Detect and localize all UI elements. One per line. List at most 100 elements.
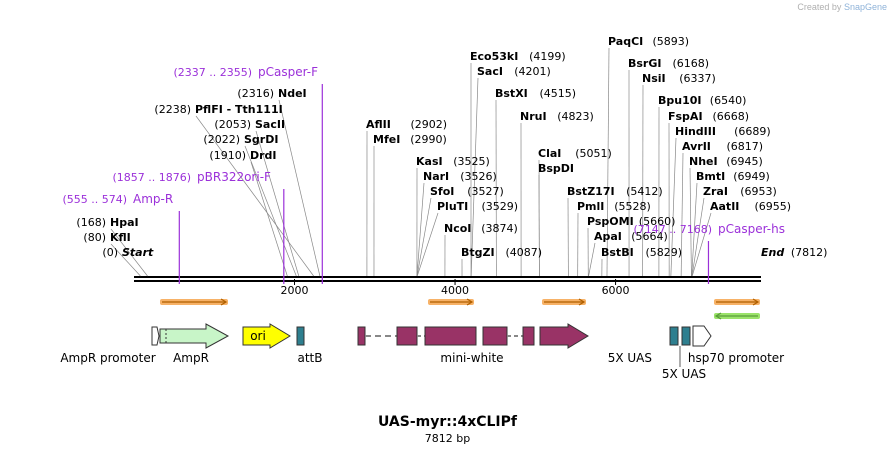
site-label-start: Start [122,246,154,259]
feature-mini-white-exon [357,326,366,346]
site-label-bstz17i: BstZ17I [567,185,615,198]
feature-label: AmpR [173,351,209,365]
site-label-kfli: KflI [110,231,131,244]
site-label-nari: NarI [423,170,449,183]
site-connector [470,77,479,277]
site-label-zrai: ZraI [703,185,728,198]
site-position: (6945) [726,155,763,168]
site-label-btgzi: BtgZI [461,246,495,259]
site-label-nhei: NheI [689,155,718,168]
site-position: (168) [76,216,106,229]
site-label-bstxi: BstXI [495,87,528,100]
site-label-ndei: NdeI [278,87,307,100]
primer-range: (7147 .. 7168) [633,223,712,236]
feature-5x-uas [669,326,679,346]
site-label-bmti: BmtI [696,170,725,183]
site-connector [255,130,300,277]
site-label-bspdi: BspDI [538,162,574,175]
site-connector [195,115,314,277]
orf-arrow-reverse [714,312,760,320]
site-label-saci: SacI [477,65,503,78]
site-position: (6955) [755,200,792,213]
site-position: (4201) [514,65,551,78]
site-position: (2022) [203,133,240,146]
site-connector [588,242,596,277]
site-label-paqci: PaqCI [608,35,643,48]
site-position: (5893) [653,35,690,48]
feature-attb [296,326,305,346]
site-position: (4087) [506,246,543,259]
site-position: (2902) [411,118,448,131]
feature-label: attB [298,351,323,365]
feature-hsp70-promoter [692,325,712,347]
site-position: (3525) [453,155,490,168]
feature-ampr-promoter [151,326,160,346]
orf-arrow [428,298,474,306]
site-label-bpu10i: Bpu10I [658,94,702,107]
site-position: (6168) [673,57,710,70]
site-position: (5664) [631,230,668,243]
site-label-hpai: HpaI [110,216,139,229]
site-position: (3874) [481,222,518,235]
site-connector [250,161,288,277]
site-position: (5660) [639,215,676,228]
site-connector [691,212,712,277]
site-label-hindiii: HindIII [675,125,716,138]
feature-ampr [159,323,230,349]
site-label-nrui: NruI [520,110,547,123]
site-connector [416,182,425,277]
site-label-sfoi: SfoI [430,185,454,198]
primer-label: pBR322ori-F [197,170,271,184]
site-position: (6337) [679,72,716,85]
site-connector [691,197,705,277]
site-position: (5412) [626,185,663,198]
site-label-pmli: PmlI [577,200,604,213]
site-label-apai: ApaI [594,230,622,243]
feature-mini-white-exon [424,326,477,346]
feature-mini-white-arrow [539,323,589,349]
site-position: (2316) [237,87,274,100]
scale-tick-label: 6000 [602,284,630,297]
site-label-avrii: AvrII [682,140,711,153]
site-position: (2990) [410,133,447,146]
site-position: (2238) [154,103,191,116]
site-label-clai: ClaI [538,147,561,160]
site-connector [278,99,321,277]
site-label-pluti: PluTI [437,200,468,213]
site-position: (2053) [214,118,251,131]
site-position: (5051) [575,147,612,160]
site-label-bsrgi: BsrGI [628,57,661,70]
site-label-sacii: SacII [255,118,285,131]
site-position: (4199) [529,50,566,63]
site-connector [110,243,141,277]
scale-tick-label: 2000 [281,284,309,297]
feature-mini-white-exon [482,326,508,346]
primer-range: (1857 .. 1876) [112,171,191,184]
primer-range: (555 .. 574) [62,193,127,206]
site-position: (4515) [540,87,577,100]
scale-tick-label: 4000 [441,284,469,297]
site-label-kasi: KasI [416,155,443,168]
site-connector [416,212,439,277]
site-connector [110,228,148,277]
primer-range: (2337 .. 2355) [173,66,252,79]
site-label-end: End [761,246,784,259]
site-connector [680,152,684,277]
site-position: (7812) [791,246,828,259]
primer-label: pCasper-hs [718,222,785,236]
site-position: (5829) [646,246,683,259]
feature-ori-label: ori [250,329,266,343]
feature-label: mini-white [440,351,503,365]
feature-5x-uas [681,326,691,346]
site-label-mfei: MfeI [373,133,400,146]
site-position: (3529) [482,200,519,213]
feature-label: AmpR promoter [60,351,155,365]
site-label-pspomi: PspOMI [587,215,634,228]
site-position: (6668) [713,110,750,123]
site-label-nsii: NsiI [642,72,666,85]
feature-mini-white-exon [522,326,535,346]
site-label-fspai: FspAI [668,110,703,123]
map-title: UAS-myr::4xCLIPf [377,414,517,430]
